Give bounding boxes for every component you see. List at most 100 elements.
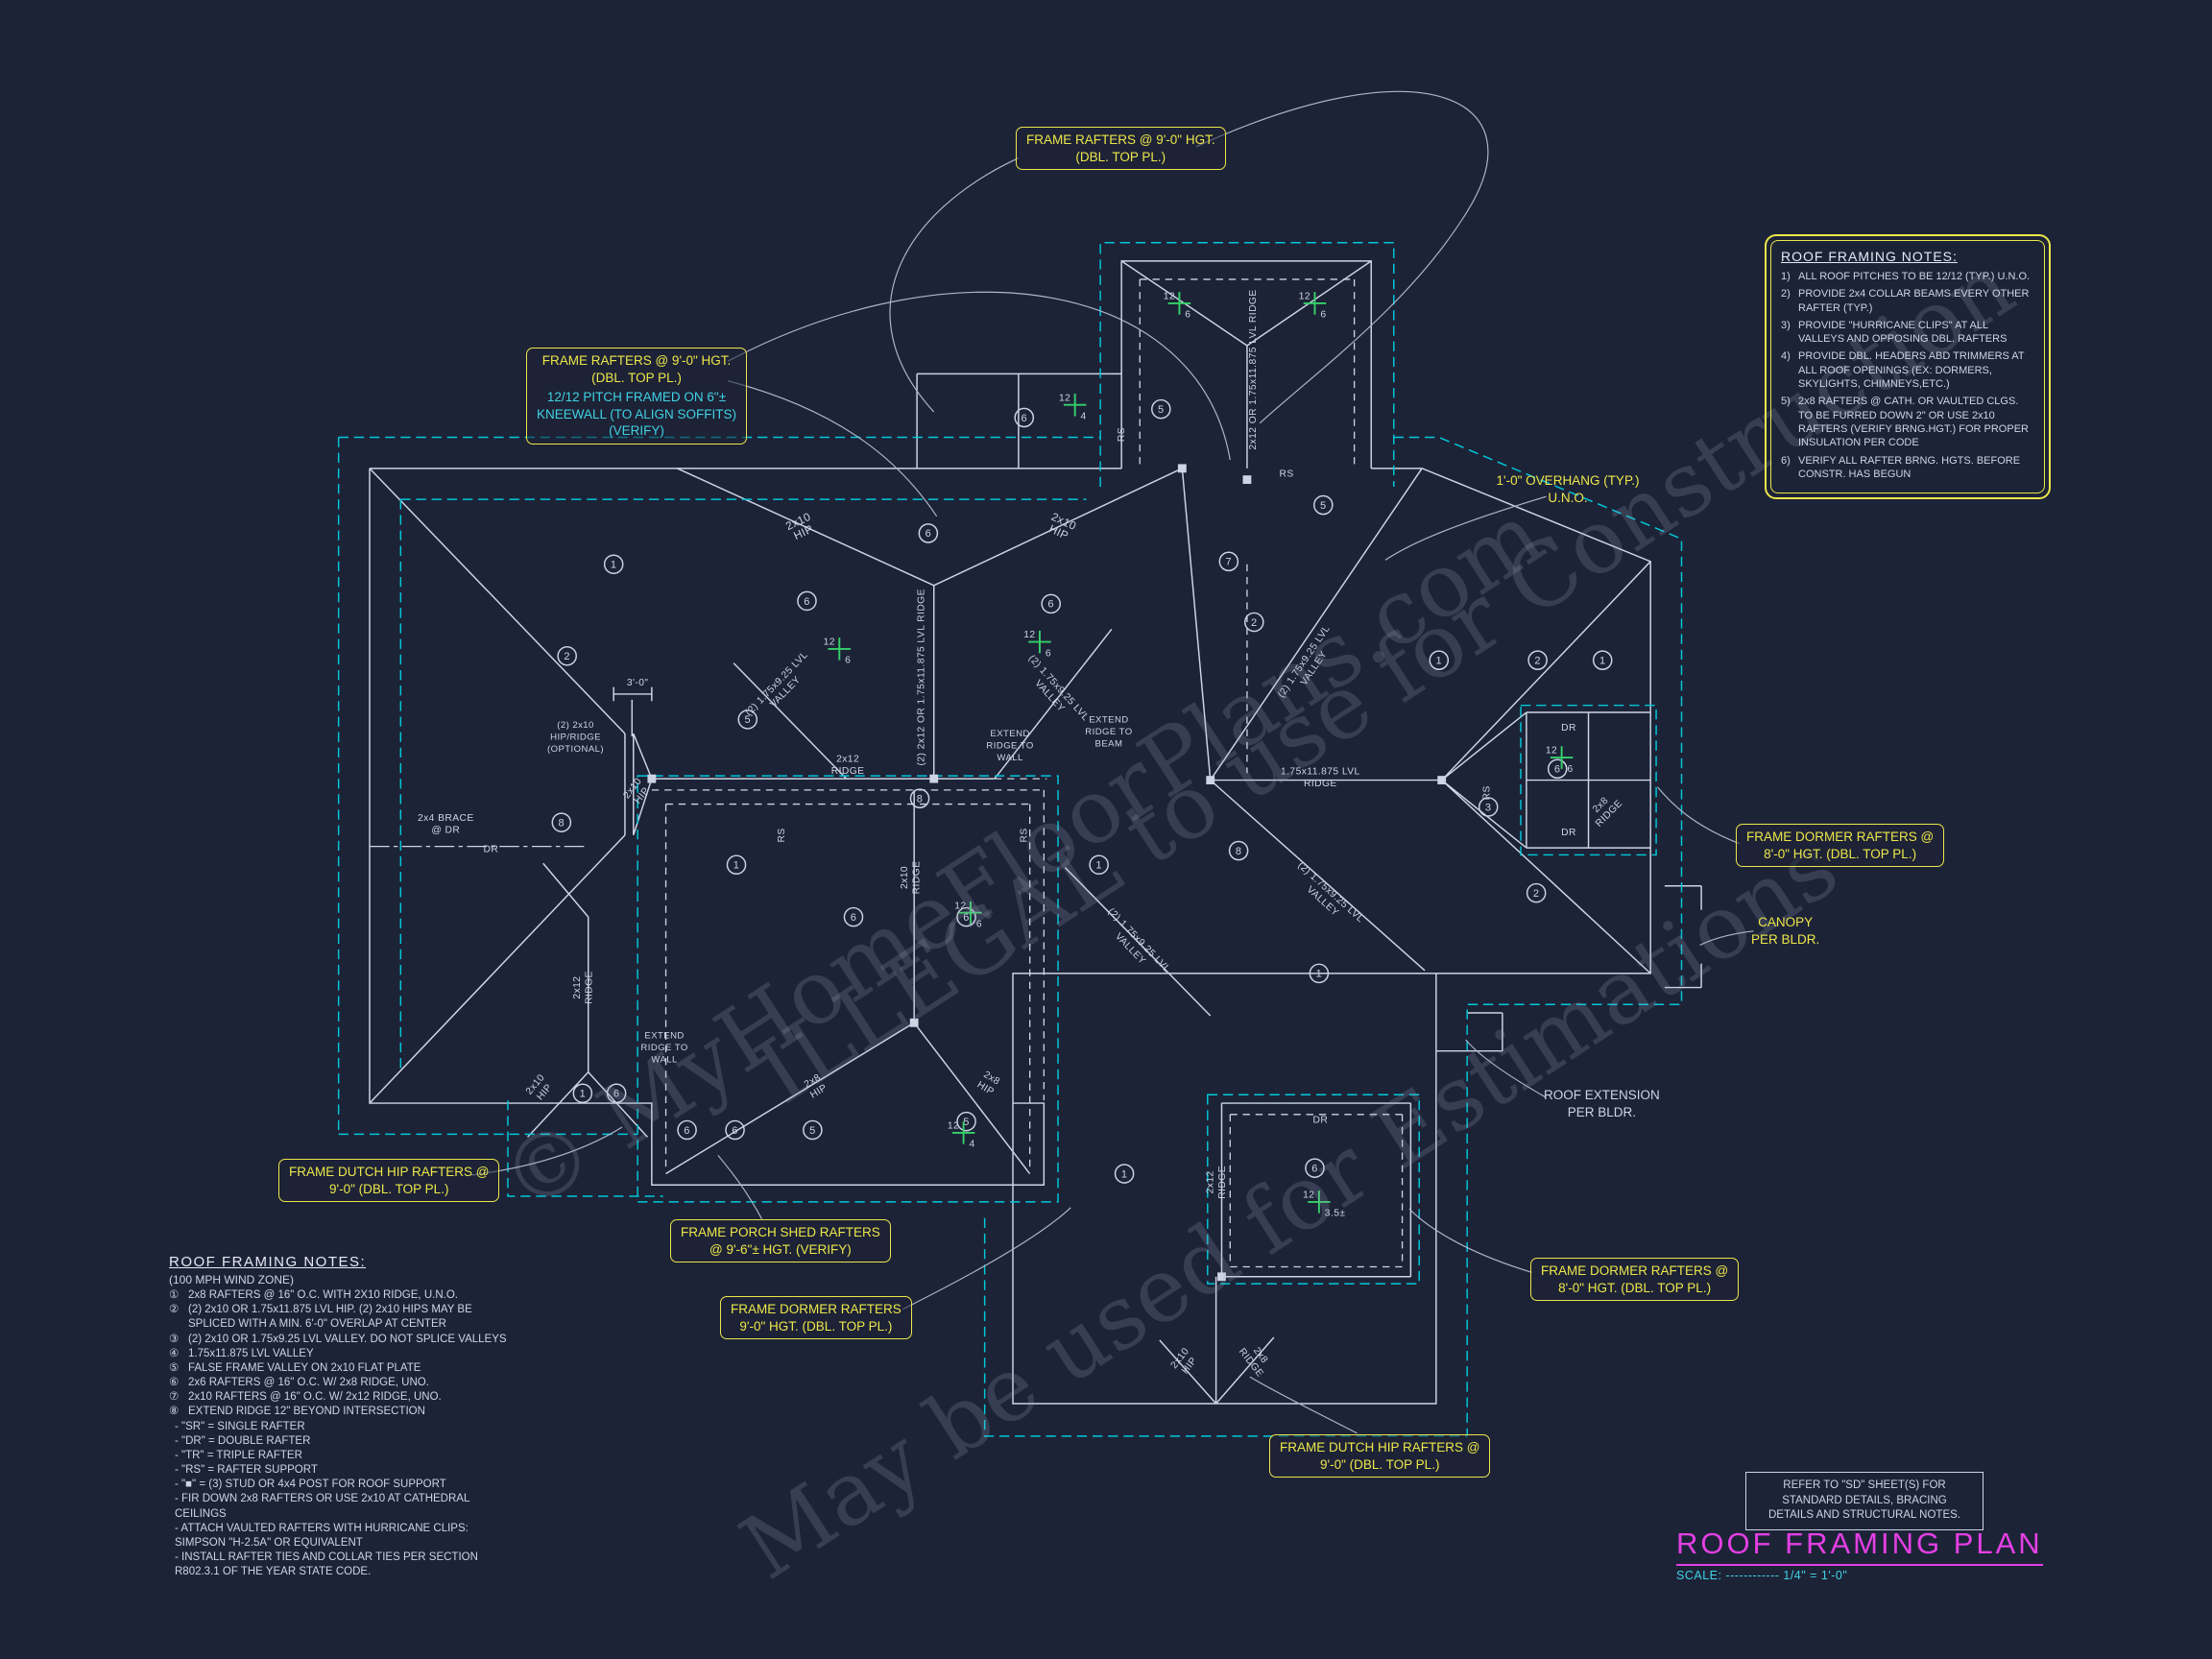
- pitch-run: 6: [1046, 648, 1051, 659]
- pitch-cross-icon: [828, 637, 852, 661]
- callout-frame-rafters-left: FRAME RAFTERS @ 9'-0" HGT. (DBL. TOP PL.…: [526, 348, 748, 445]
- note-number: 6): [1781, 454, 1791, 467]
- notes-box-item: 6) VERIFY ALL RAFTER BRNG. HGTS. BEFORE …: [1781, 454, 2034, 482]
- pitch-cross-icon: [1063, 393, 1087, 417]
- circled-number-text: 6: [926, 528, 932, 540]
- pitch-cross-icon: [1303, 292, 1327, 315]
- callout-line: 9'-0" HGT. (DBL. TOP PL.): [739, 1318, 893, 1334]
- callout-line: (DBL. TOP PL.): [591, 370, 682, 385]
- pitch-rise: 12: [954, 901, 966, 911]
- note-text: PROVIDE DBL. HEADERS ABD TRIMMERS AT ALL…: [1798, 350, 2025, 391]
- circled-number: [677, 1119, 697, 1141]
- plan-label: (2) 1.75x9.25 LVLVALLEY: [1018, 653, 1092, 731]
- plan-label: 2x10HIP: [524, 1072, 556, 1105]
- callout-line: FRAME DORMER RAFTERS @: [1541, 1263, 1729, 1278]
- notes-list-dash-item: - "■" = (3) STUD OR 4x4 POST FOR ROOF SU…: [175, 1479, 446, 1491]
- plan-label: DR: [1312, 1116, 1328, 1126]
- pitch-run: 3.5±: [1325, 1209, 1346, 1219]
- note-number: 4): [1781, 350, 1791, 363]
- notes-list-dash-item: - FIR DOWN 2x8 RAFTERS OR USE 2x10 AT CA…: [175, 1493, 469, 1520]
- pitch-run: 4: [1081, 411, 1087, 421]
- circled-number: [557, 645, 577, 666]
- callout-line: FRAME DUTCH HIP RAFTERS @: [289, 1165, 490, 1179]
- circled-number-text: 6: [613, 1089, 620, 1100]
- pitch-rise: 12: [1299, 292, 1310, 302]
- circled-number: [1305, 1158, 1325, 1178]
- pitch-cross-icon: [951, 1121, 975, 1144]
- pitch-cross-icon: [1028, 630, 1051, 654]
- callout-line: 8'-0" HGT. (DBL. TOP PL.): [1558, 1280, 1712, 1295]
- circled-number: [956, 906, 976, 927]
- note-number: ②: [169, 1304, 180, 1316]
- pitch-run: 6: [1567, 764, 1573, 775]
- roof-extension-line: PER BLDR.: [1567, 1104, 1637, 1119]
- circled-number: [572, 1083, 593, 1104]
- circled-number: [956, 1111, 976, 1132]
- notes-list-dash-item: - "SR" = SINGLE RAFTER: [175, 1420, 305, 1432]
- circled-number: [737, 709, 758, 730]
- overhang-note-line: 1'-0" OVERHANG (TYP.): [1496, 473, 1640, 488]
- plan-label: (2) 1.75x9.25 LVLVALLEY: [1276, 624, 1342, 707]
- plan-label: (2) 2x12 OR 1.75x11.875 LVL RIDGE: [916, 589, 926, 765]
- note-number: ⑦: [169, 1391, 180, 1404]
- circled-number-text: 7: [1226, 557, 1233, 568]
- post-marker: [1206, 776, 1215, 784]
- note-number: 3): [1781, 319, 1791, 331]
- callout-line: @ 9'-6"± HGT. (VERIFY): [709, 1241, 852, 1257]
- circled-number: [1429, 650, 1450, 670]
- circled-number-text: 1: [1599, 655, 1606, 666]
- circled-number-text: 6: [732, 1125, 738, 1137]
- refer-note-line: STANDARD DETAILS, BRACING: [1782, 1494, 1947, 1506]
- note-text: FALSE FRAME VALLEY ON 2x10 FLAT PLATE: [188, 1361, 421, 1374]
- plan-label: (2) 1.75x9.25 LVLVALLEY: [1287, 860, 1365, 934]
- plan-label: 2x10HIP: [1169, 1346, 1201, 1378]
- post-marker: [929, 774, 939, 783]
- pitch-rise: 12: [948, 1121, 959, 1132]
- circled-number-text: 6: [963, 912, 970, 924]
- notes-list-dash-item: - INSTALL RAFTER TIES AND COLLAR TIES PE…: [175, 1551, 478, 1578]
- notes-list-dash-item: - "TR" = TRIPLE RAFTER: [175, 1449, 302, 1461]
- callout-dormer-bottom-center: FRAME DORMER RAFTERS 9'-0" HGT. (DBL. TO…: [720, 1296, 912, 1340]
- circled-number: [803, 1119, 823, 1141]
- circled-number-text: 6: [804, 596, 810, 608]
- callout-line: FRAME DORMER RAFTERS @: [1746, 830, 1935, 844]
- canopy-note-line: PER BLDR.: [1751, 931, 1820, 947]
- plan-label: RS: [1117, 427, 1127, 442]
- notes-list-dashed: - "SR" = SINGLE RAFTER - "DR" = DOUBLE R…: [169, 1420, 520, 1580]
- circled-number-text: 6: [684, 1125, 690, 1137]
- pitch-cross-icon: [1308, 1190, 1331, 1214]
- note-number: ④: [169, 1347, 180, 1359]
- notes-list-title: ROOF FRAMING NOTES:: [169, 1254, 367, 1270]
- roof-framing-notes-box-inner: ROOF FRAMING NOTES: 1) ALL ROOF PITCHES …: [1770, 240, 2045, 494]
- circled-number-text: 1: [1435, 655, 1442, 666]
- callout-subline: 12/12 PITCH FRAMED ON 6"±: [546, 390, 727, 405]
- callout-porch-shed: FRAME PORCH SHED RAFTERS @ 9'-6"± HGT. (…: [670, 1219, 891, 1263]
- circled-number-text: 6: [1554, 764, 1561, 776]
- roof-extension-line: ROOF EXTENSION: [1544, 1088, 1660, 1102]
- notes-list-item: ⑧ EXTEND RIDGE 12" BEYOND INTERSECTION: [169, 1405, 520, 1419]
- note-text: PROVIDE 2x4 COLLAR BEAMS EVERY OTHER RAF…: [1798, 288, 2030, 314]
- plan-label: DR: [483, 845, 498, 855]
- circled-number-text: 1: [733, 860, 740, 872]
- circled-number: [797, 590, 817, 612]
- note-number: ⑥: [169, 1377, 180, 1389]
- notes-box-items: 1) ALL ROOF PITCHES TO BE 12/12 (TYP.) U…: [1781, 270, 2034, 481]
- circled-number: [725, 1119, 745, 1141]
- plan-label: 2x12 OR 1.75x11.875 LVL RIDGE: [1248, 289, 1259, 449]
- notes-box-item: 3) PROVIDE "HURRICANE CLIPS" AT ALL VALL…: [1781, 319, 2034, 347]
- plan-label: RS: [1280, 469, 1294, 480]
- roof-framing-lines: [369, 260, 1702, 1405]
- callout-line: 9'-0" (DBL. TOP PL.): [1320, 1456, 1440, 1472]
- circled-number-text: 6: [851, 912, 857, 924]
- circled-number-text: 1: [1316, 969, 1323, 980]
- pitch-run: 6: [976, 919, 982, 929]
- notes-list-item: ⑥ 2x6 RAFTERS @ 16" O.C. W/ 2x8 RIDGE, U…: [169, 1376, 520, 1390]
- pitch-cross-icon: [1550, 746, 1574, 769]
- note-text: (2) 2x10 OR 1.75x9.25 LVL VALLEY. DO NOT…: [188, 1333, 507, 1345]
- notes-list-dash-item: - "DR" = DOUBLE RAFTER: [175, 1434, 311, 1447]
- plan-annotations: 2x10HIP 2x10HIP (2) 2x12 OR 1.75x11.875 LV…: [418, 289, 1625, 1379]
